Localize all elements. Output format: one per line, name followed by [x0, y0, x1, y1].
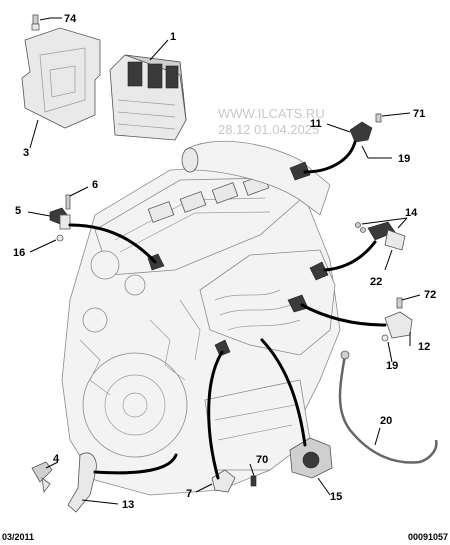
watermark-date: 28.12 01.04.2025	[218, 122, 319, 137]
callout-7: 7	[186, 488, 192, 500]
callout-13: 13	[122, 499, 134, 511]
sensor-intake	[289, 161, 311, 181]
ecu-1	[109, 54, 187, 141]
lambda-sensor-20	[338, 350, 438, 464]
callout-70: 70	[256, 454, 268, 466]
sensor-11	[349, 113, 382, 143]
footer-date: 03/2011	[2, 532, 34, 542]
watermark-site: WWW.ILCATS.RU	[218, 106, 325, 121]
callout-16: 16	[13, 247, 25, 259]
callout-leaders	[27, 17, 421, 505]
callout-labels: 74 1 3 11 71 19 6 5 16 14 22 72 12 19 20…	[13, 13, 436, 511]
callout-14: 14	[405, 207, 418, 219]
harness-lines	[68, 140, 387, 480]
footer-ref: 00091057	[408, 532, 448, 542]
bolt-74	[31, 14, 40, 31]
callout-15: 15	[330, 491, 342, 503]
callout-1: 1	[170, 31, 176, 43]
callout-11: 11	[310, 118, 322, 130]
bracket-13	[67, 452, 97, 513]
callout-20: 20	[380, 415, 392, 427]
callout-6: 6	[92, 179, 98, 191]
callout-22: 22	[370, 276, 382, 288]
ecu-bracket-3	[21, 27, 101, 129]
callout-19-bottom: 19	[386, 360, 398, 372]
engine-illustration	[61, 140, 341, 496]
callout-72: 72	[424, 289, 436, 301]
throttle-body-15	[289, 437, 333, 479]
callout-5: 5	[15, 205, 21, 217]
sensor-right	[309, 261, 329, 281]
callout-4: 4	[53, 453, 60, 465]
sensor-12	[381, 297, 413, 342]
sensor-5	[49, 194, 71, 242]
callout-12: 12	[418, 341, 430, 353]
solenoid-14	[355, 221, 406, 251]
callout-19-top: 19	[398, 153, 410, 165]
callout-71: 71	[413, 108, 425, 120]
sensor-lower	[214, 339, 231, 357]
callout-74: 74	[64, 13, 77, 25]
callout-3: 3	[23, 147, 29, 159]
